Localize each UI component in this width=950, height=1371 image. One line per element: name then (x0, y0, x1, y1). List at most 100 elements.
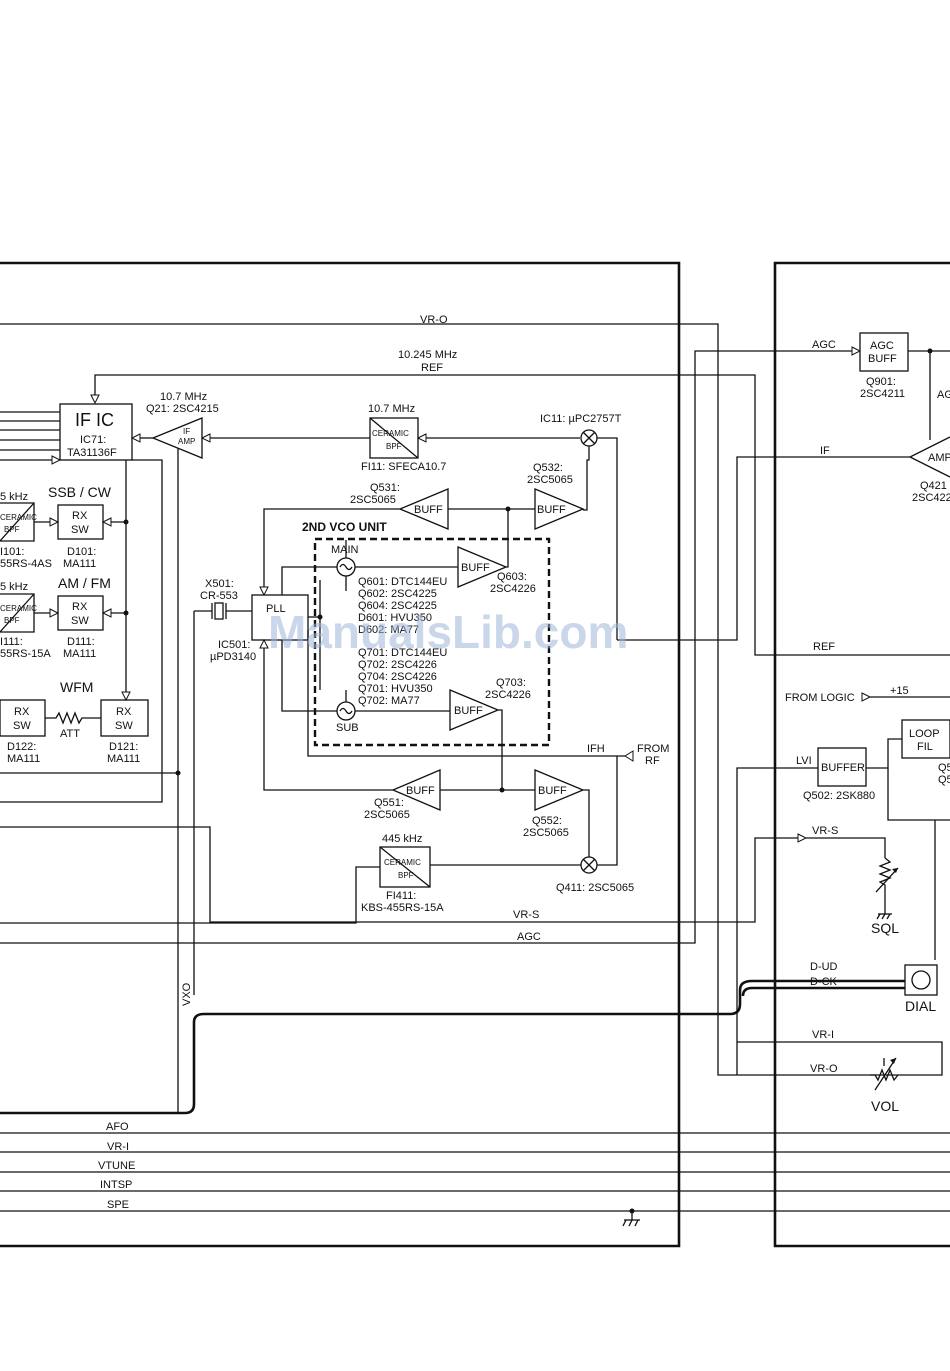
agc-buff-2: BUFF (868, 353, 897, 365)
q551-buffer: BUFF Q551: 2SC5065 (364, 769, 535, 821)
khz-label-1: 5 kHz (0, 491, 28, 503)
fi111-name: I111: (0, 636, 23, 648)
agc-mid-label: AGC (517, 931, 541, 943)
vco-part-5: D602: MA77 (358, 624, 419, 636)
ic11-part: IC11: µPC2757T (540, 413, 622, 425)
d101-name: D101: (67, 546, 96, 558)
fi11-ceramic: CERAMIC (372, 429, 409, 438)
q421-part: 2SC422 (912, 492, 950, 504)
bus-afo: AFO (106, 1121, 129, 1133)
if-ic-part: IC71: (80, 434, 106, 446)
agc-buff-1: AGC (870, 340, 894, 352)
q552-part: 2SC5065 (523, 827, 569, 839)
loop-2: FIL (917, 741, 933, 753)
x501-part: CR-553 (200, 590, 238, 602)
sub-label: SUB (336, 722, 359, 734)
ssb-cw-label: SSB / CW (48, 484, 112, 500)
from-rf-1: FROM (637, 743, 669, 755)
fi11-freq: 10.7 MHz (368, 403, 415, 415)
d121-name: D121: (109, 741, 138, 753)
vr-i-right-label: VR-I (812, 1029, 834, 1041)
d122-sw: SW (13, 720, 31, 732)
vr-o-right-label: VR-O (810, 1063, 838, 1075)
vco-unit-title: 2ND VCO UNIT (302, 520, 387, 534)
ic11-mixer: IC11: µPC2757T (540, 413, 622, 640)
d121-sw: SW (115, 720, 133, 732)
vr-s-line: VR-S (0, 826, 808, 923)
d101-rx: RX (72, 510, 88, 522)
d122-part: MA111 (7, 753, 40, 765)
ref-label: REF (421, 362, 443, 374)
vco-part-10: Q702: MA77 (358, 695, 420, 707)
ifh-line: IFH FROM RF (307, 630, 669, 866)
wfm-label: WFM (60, 679, 93, 695)
vco-part-8: Q704: 2SC4226 (358, 671, 437, 683)
pll-label: PLL (266, 603, 286, 615)
fi11-bpf: BPF (386, 442, 402, 451)
from-logic-label: FROM LOGIC (785, 692, 855, 704)
agc-buff-q901: AGC BUFF Q901: 2SC4211 AG (859, 332, 950, 440)
q531-part: 2SC5065 (350, 494, 396, 506)
q703-part: 2SC4226 (485, 689, 531, 701)
vco-part-3: Q604: 2SC4225 (358, 600, 437, 612)
ref-freq-label: 10.245 MHz (398, 349, 457, 361)
from-rf-2: RF (645, 755, 660, 767)
buffer-label: BUFFER (821, 762, 865, 774)
d121-part: MA111 (107, 753, 140, 765)
fi11-part: FI11: SFECA10.7 (361, 461, 446, 473)
q531-buffer: BUFF Q531: 2SC5065 (263, 482, 535, 595)
wfm-path: WFM RX SW D122: MA111 ATT RX SW D121: MA… (0, 460, 181, 776)
d111-name: D111: (67, 636, 95, 648)
q531-buff: BUFF (414, 504, 443, 516)
plus15-label: +15 (890, 685, 909, 697)
fi101-ceramic: CERAMIC (0, 513, 37, 522)
ref-right-label: REF (813, 641, 835, 653)
q551-buff: BUFF (406, 785, 435, 797)
q5-cut-1: Q5 (938, 762, 950, 774)
vco-part-9: Q701: HVU350 (358, 683, 433, 695)
q552-buffer: BUFF Q552: 2SC5065 (523, 769, 590, 857)
bus-vr-i: VR-I (107, 1141, 129, 1153)
right-unit-frame (773, 261, 950, 1248)
agc-line: AGC AGC (0, 339, 862, 944)
d-ck-label: D-CK (810, 976, 838, 988)
fi411-bpf: BPF (398, 871, 414, 880)
ic501-part: µPD3140 (210, 651, 256, 663)
sql-control: SQL (871, 857, 899, 936)
q411-mixer: Q411: 2SC5065 (430, 856, 634, 894)
q552-name: Q552: (532, 815, 562, 827)
vr-s-right: VR-S (806, 825, 886, 858)
bus-spe: SPE (107, 1199, 129, 1211)
loop-filter: LOOP FIL Q5 Q5 (866, 719, 950, 960)
vr-s-right-label: VR-S (812, 825, 838, 837)
if-amp-label-2: AMP (178, 437, 195, 446)
q901-part: 2SC4211 (860, 388, 905, 400)
amp-cut: AMP (928, 452, 950, 464)
main-unit-frame (0, 261, 681, 1248)
d101-part: MA111 (63, 558, 96, 570)
vco-part-1: Q601: DTC144EU (358, 576, 447, 588)
fi101-part: 55RS-4AS (0, 558, 52, 570)
fi11-ceramic-bpf: CERAMIC BPF 10.7 MHz FI11: SFECA10.7 (361, 403, 580, 473)
vr-s-label: VR-S (513, 909, 539, 921)
bus-vtune: VTUNE (98, 1160, 135, 1172)
vxo-line: VXO (0, 979, 905, 1115)
x501-crystal: X501: CR-553 (193, 578, 252, 995)
q551-name: Q551: (374, 797, 404, 809)
q532-name: Q532: (533, 462, 563, 474)
q502-part: Q502: 2SK880 (803, 790, 875, 802)
q532-buff: BUFF (537, 504, 566, 516)
q532-buffer: BUFF Q532: 2SC5065 (527, 462, 585, 530)
fi111-bpf: BPF (4, 616, 20, 625)
q703-buff: BUFF (454, 705, 483, 717)
fi111-ceramic: CERAMIC (0, 604, 37, 613)
vco-part-2: Q602: 2SC4225 (358, 588, 437, 600)
x501-name: X501: (205, 578, 234, 590)
if-amp-q421: AMP IF Q421 2SC422 REF (617, 436, 950, 653)
q551-part: 2SC5065 (364, 809, 410, 821)
vxo-label: VXO (181, 982, 193, 1006)
bottom-bus: AFO VR-I VTUNE INTSP SPE (0, 1121, 950, 1227)
vr-o-label: VR-O (420, 314, 448, 326)
from-logic: FROM LOGIC +15 (785, 685, 950, 704)
q603-part: 2SC4226 (490, 583, 536, 595)
